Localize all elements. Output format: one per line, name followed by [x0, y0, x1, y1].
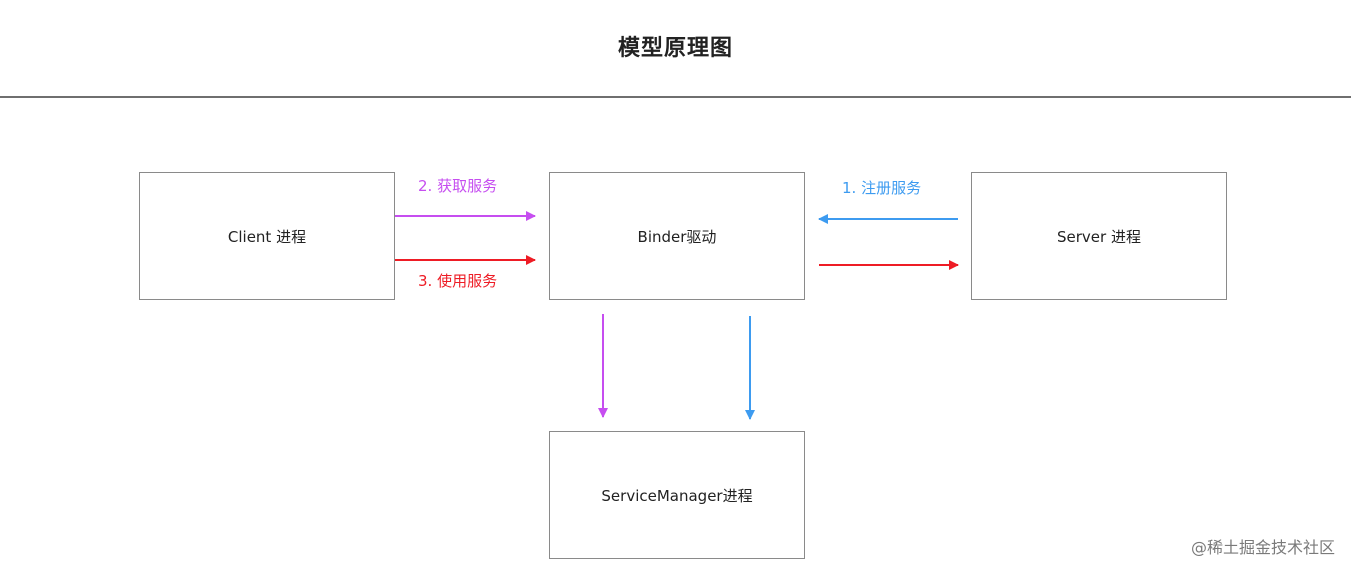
- client-process-label: Client 进程: [227, 227, 307, 246]
- page-title: 模型原理图: [617, 36, 733, 61]
- binder-driver-node[interactable]: Binder驱动: [549, 172, 805, 300]
- watermark: @稀土掘金技术社区: [1190, 538, 1335, 557]
- title-divider: [0, 96, 1351, 98]
- service-manager-label: ServiceManager进程: [601, 486, 753, 505]
- edge-label-get-service: 2. 获取服务: [418, 177, 498, 195]
- client-process-node[interactable]: Client 进程: [139, 172, 395, 300]
- service-manager-node[interactable]: ServiceManager进程: [549, 431, 805, 559]
- binder-driver-label: Binder驱动: [637, 227, 717, 246]
- server-process-node[interactable]: Server 进程: [971, 172, 1227, 300]
- edge-label-register-service: 1. 注册服务: [842, 179, 922, 197]
- server-process-label: Server 进程: [1057, 227, 1141, 246]
- edge-label-use-service: 3. 使用服务: [418, 272, 498, 290]
